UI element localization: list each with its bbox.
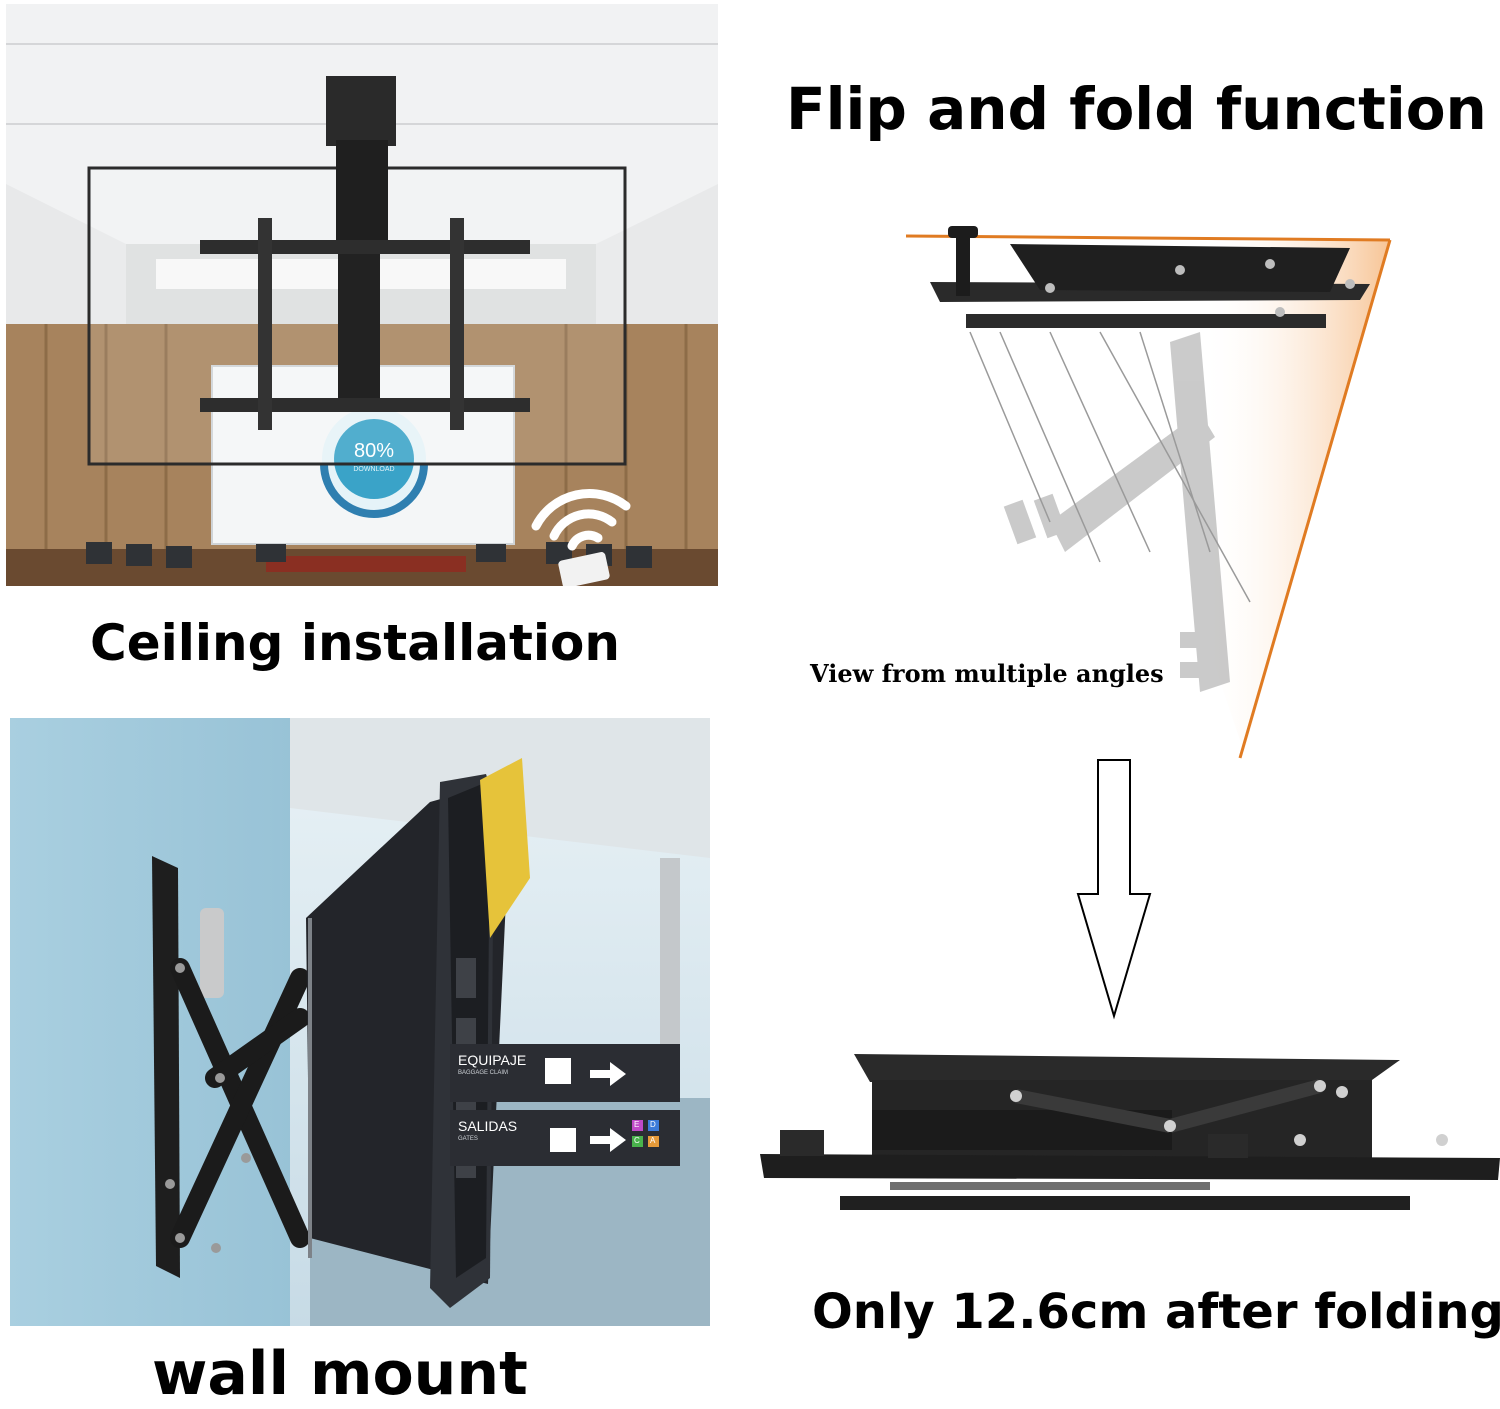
sign-baggage-sub: BAGGAGE CLAIM <box>458 1070 509 1076</box>
flip-fold-title: Flip and fold function <box>786 75 1487 143</box>
wall-mount-photo: EQUIPAJE BAGGAGE CLAIM SALIDAS GATES E D… <box>10 718 710 1326</box>
ceiling-installation-caption: Ceiling installation <box>90 614 620 672</box>
wifi-signal-icon <box>526 466 636 566</box>
down-arrow-icon <box>1074 758 1154 1020</box>
gate-letter: D <box>650 1120 656 1129</box>
folded-mount-diagram <box>760 1050 1500 1230</box>
sign-baggage: EQUIPAJE <box>458 1052 527 1068</box>
view-angles-caption: View from multiple angles <box>810 659 1164 688</box>
gate-letter: A <box>650 1136 656 1145</box>
ceiling-installation-photo: 80% DOWNLOAD <box>6 4 718 586</box>
screen-subtext: DOWNLOAD <box>353 466 395 473</box>
wall-mount-caption: wall mount <box>152 1339 528 1409</box>
sign-exit-sub: GATES <box>458 1136 478 1142</box>
folded-height-caption: Only 12.6cm after folding <box>812 1284 1500 1340</box>
gate-letter: E <box>634 1120 640 1129</box>
flip-fold-diagram <box>900 222 1400 762</box>
screen-percent: 80% <box>353 440 395 462</box>
gate-letter: C <box>634 1136 640 1145</box>
sign-exit: SALIDAS <box>458 1118 518 1134</box>
